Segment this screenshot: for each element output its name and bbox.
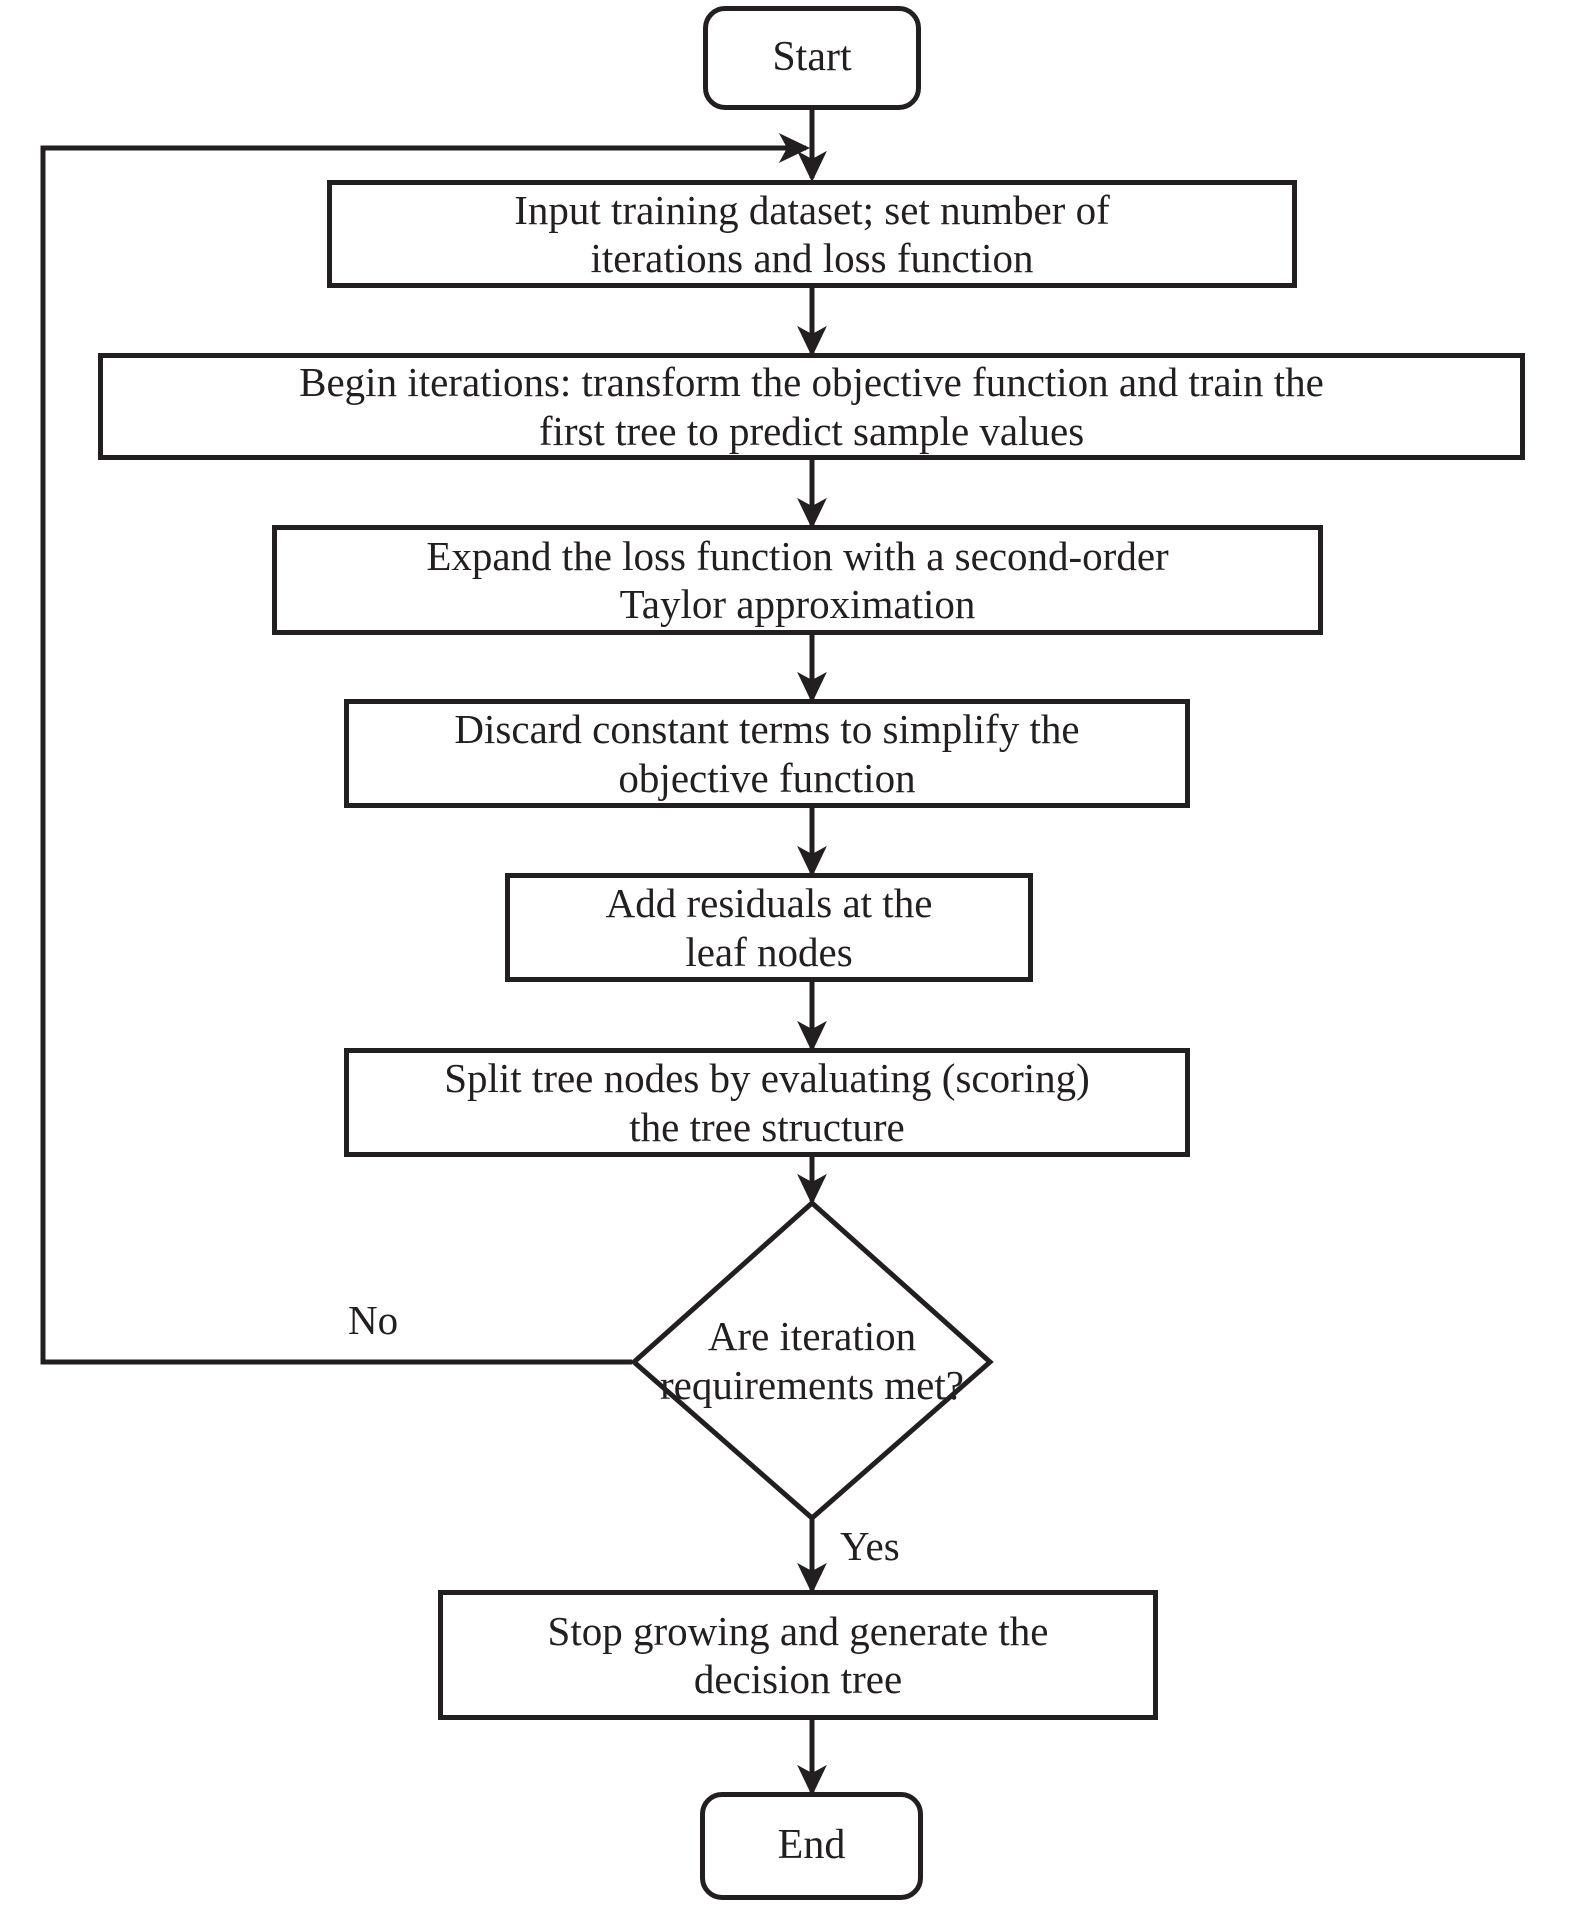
node-end-label: End xyxy=(777,1822,846,1869)
node-expand-taylor[interactable]: Expand the loss function with a second-o… xyxy=(272,525,1323,635)
node-add-residuals-label: Add residuals at the leaf nodes xyxy=(605,880,933,975)
node-begin-iterations[interactable]: Begin iterations: transform the objectiv… xyxy=(98,353,1525,460)
edge-label-no: No xyxy=(348,1297,399,1343)
node-decision-iterations-label: Are iteration requirements met? xyxy=(660,1313,964,1408)
node-end[interactable]: End xyxy=(700,1792,923,1900)
node-discard-constants[interactable]: Discard constant terms to simplify the o… xyxy=(344,699,1190,808)
node-input-dataset[interactable]: Input training dataset; set number of it… xyxy=(327,180,1297,288)
node-input-dataset-label: Input training dataset; set number of it… xyxy=(514,186,1110,281)
node-split-tree-nodes[interactable]: Split tree nodes by evaluating (scoring)… xyxy=(344,1048,1190,1157)
node-begin-iterations-label: Begin iterations: transform the objectiv… xyxy=(299,359,1324,454)
node-start[interactable]: Start xyxy=(703,6,921,110)
node-add-residuals[interactable]: Add residuals at the leaf nodes xyxy=(505,873,1033,982)
node-expand-taylor-label: Expand the loss function with a second-o… xyxy=(426,532,1169,627)
edge-label-yes: Yes xyxy=(840,1523,900,1569)
node-decision-iterations[interactable]: Are iteration requirements met? xyxy=(634,1203,990,1518)
node-discard-constants-label: Discard constant terms to simplify the o… xyxy=(454,706,1080,801)
node-stop-growing[interactable]: Stop growing and generate the decision t… xyxy=(438,1590,1158,1720)
node-stop-growing-label: Stop growing and generate the decision t… xyxy=(547,1607,1049,1702)
node-start-label: Start xyxy=(772,34,852,81)
node-split-tree-nodes-label: Split tree nodes by evaluating (scoring)… xyxy=(444,1055,1090,1150)
